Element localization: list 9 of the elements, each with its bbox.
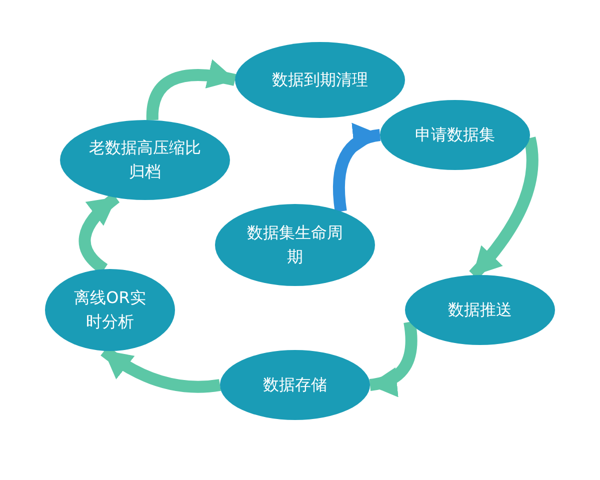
ellipse-node: 老数据高压缩比归档 bbox=[60, 120, 230, 200]
ellipse-node: 数据集生命周期 bbox=[215, 204, 375, 286]
ellipse-node: 数据推送 bbox=[405, 275, 555, 345]
curved-arrow bbox=[369, 321, 418, 396]
ellipse-node: 数据存储 bbox=[220, 350, 370, 420]
ellipse-node: 申请数据集 bbox=[380, 100, 530, 170]
ellipse-node: 数据到期清理 bbox=[235, 42, 405, 118]
ellipse-node: 离线OR实时分析 bbox=[45, 269, 175, 351]
curved-arrow bbox=[332, 124, 381, 212]
